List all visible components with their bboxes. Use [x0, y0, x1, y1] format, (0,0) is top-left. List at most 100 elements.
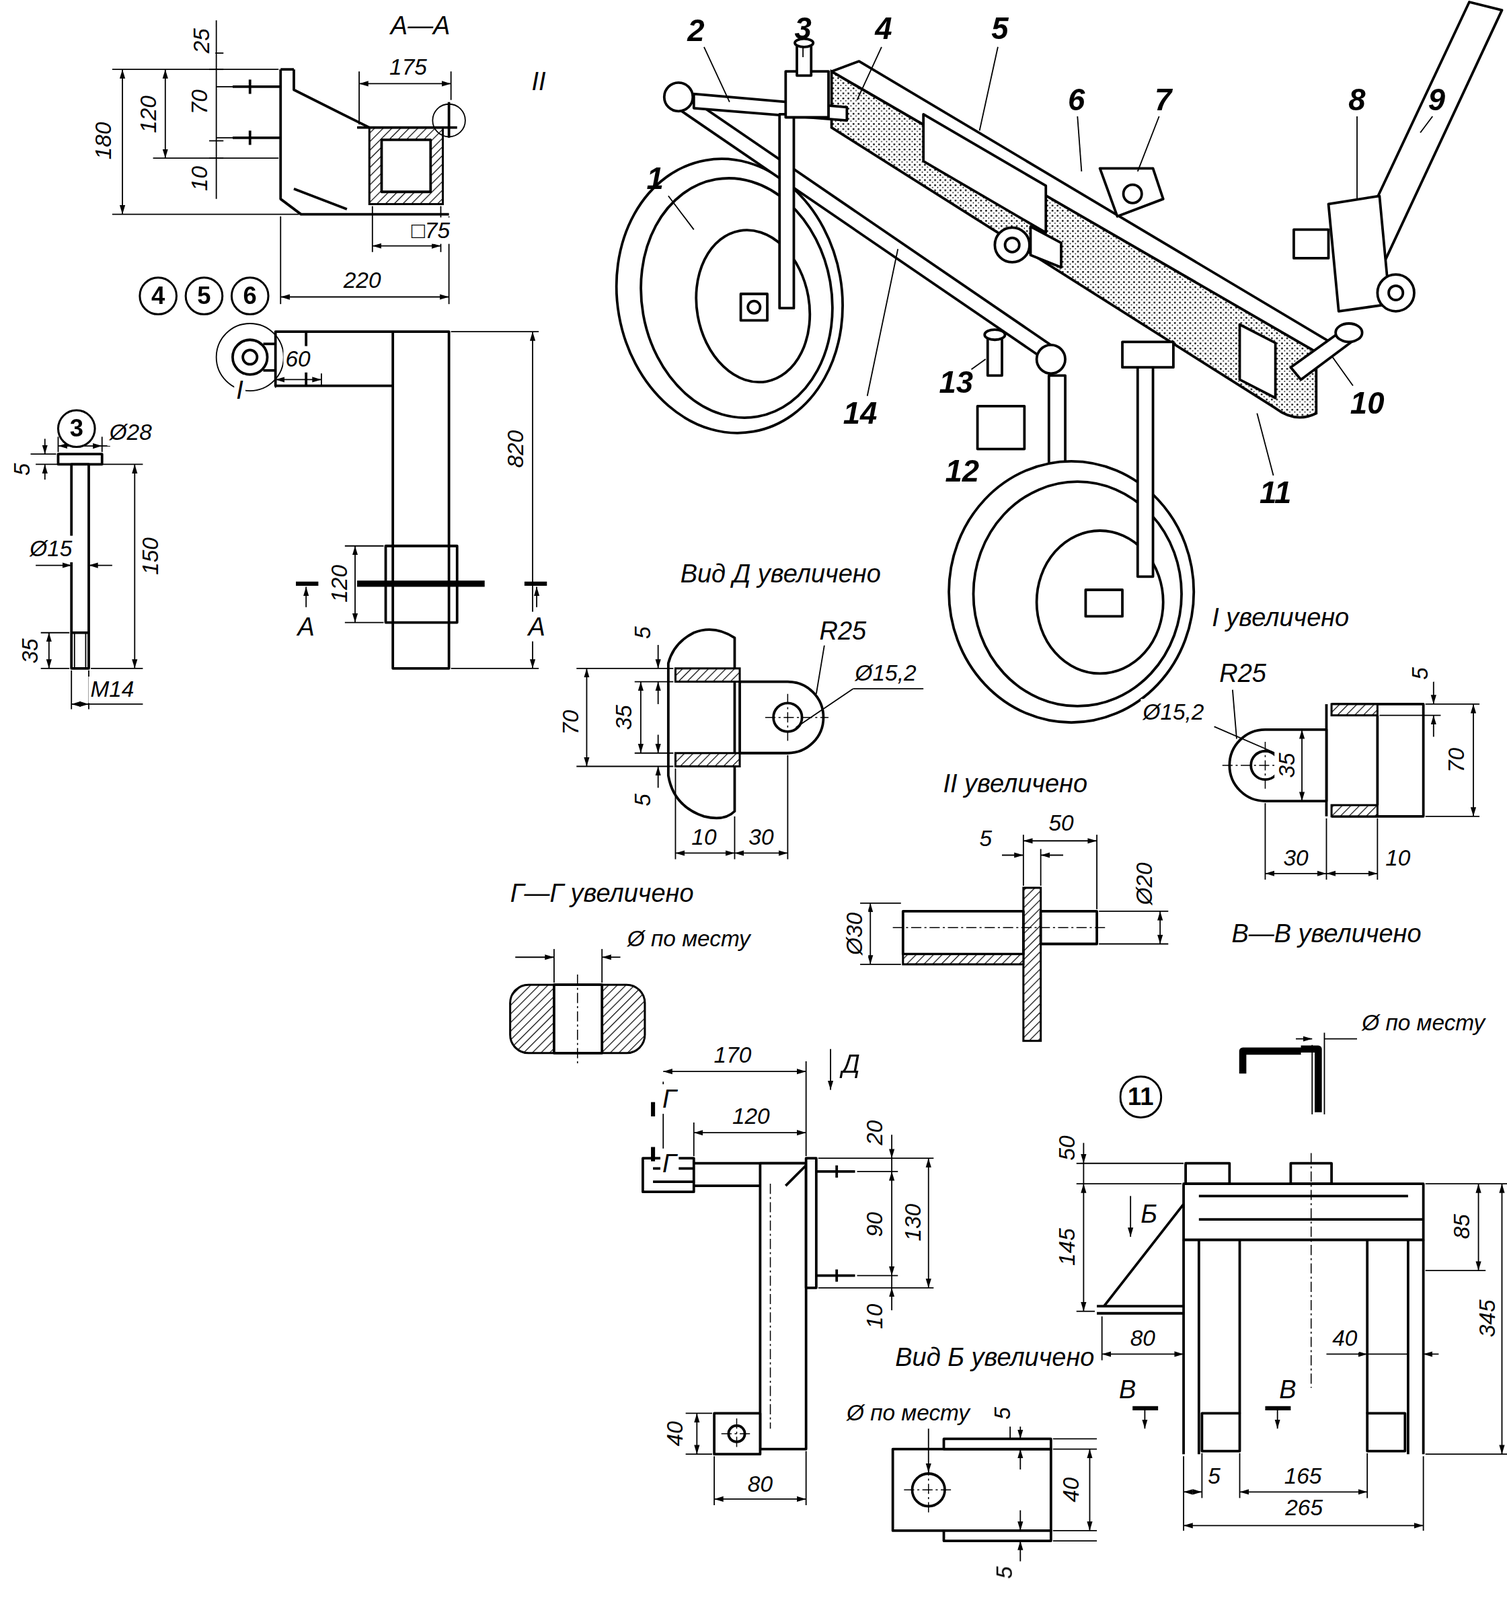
dimension-label: 180: [90, 119, 118, 162]
drawing-line: [1185, 1163, 1230, 1184]
drawing-line: [1326, 872, 1378, 875]
drawing-line: [101, 436, 103, 452]
drawing-line: [1425, 1453, 1507, 1455]
drawing-line: [576, 667, 674, 670]
drawing-line: [795, 688, 853, 728]
dimension-label: Ø15,2: [853, 660, 919, 687]
drawing-line: [215, 20, 218, 200]
drawing-line: [279, 216, 282, 304]
drawing-line: [35, 564, 72, 567]
drawing-line: [344, 622, 384, 624]
view-heading: I увеличено: [1209, 602, 1351, 633]
drawing-line: [1201, 1412, 1240, 1451]
callout-number: 3: [69, 414, 84, 443]
drawing-line: [1009, 1426, 1011, 1439]
drawing-line: [1214, 726, 1276, 753]
drawing-line: [769, 1183, 772, 1429]
drawing-line: [1019, 1540, 1021, 1561]
drawing-line: [1332, 357, 1354, 386]
drawing-line: [1030, 226, 1062, 268]
drawing-line: [601, 948, 603, 983]
drawing-line: [57, 453, 102, 465]
drawing-line: [344, 545, 384, 547]
drawing-line: [1199, 1194, 1409, 1197]
drawing-line: [971, 359, 986, 370]
drawing-line: [785, 71, 829, 118]
dimension-label: 85: [1449, 1211, 1476, 1241]
drawing-line: [657, 765, 660, 788]
dimension-label: 40: [1330, 1325, 1360, 1352]
drawing-line: [1076, 1142, 1507, 1531]
dimension-label: 345: [1474, 1297, 1501, 1339]
drawing-line: [1183, 1240, 1424, 1455]
drawing-line: [714, 1412, 760, 1454]
drawing-line: [153, 157, 280, 159]
drawing-line: [1082, 1142, 1085, 1163]
drawing-line: [381, 139, 431, 192]
drawing-line: [1423, 1353, 1440, 1356]
drawing-line: [275, 385, 277, 389]
drawing-line: [867, 248, 899, 396]
dimension-label: 5: [977, 825, 994, 852]
dimension-label: 90: [862, 1209, 889, 1239]
drawing-line: [295, 581, 319, 586]
drawing-line: [1100, 168, 1164, 216]
view-heading: В—В увеличено: [1229, 918, 1423, 949]
drawing-line: [1183, 1183, 1424, 1240]
drawing-line: [280, 296, 449, 298]
drawing-line: [1311, 1045, 1313, 1115]
drawing-line: [359, 83, 452, 85]
drawing-line: [71, 703, 89, 705]
drawing-line: [88, 703, 143, 705]
dimension-label: 120: [326, 562, 354, 605]
drawing-line: [1023, 839, 1097, 842]
drawing-line: [1388, 285, 1403, 300]
drawing-line: [944, 1530, 1052, 1541]
drawing-line: [1001, 854, 1024, 857]
drawing-line: [1137, 116, 1160, 172]
view-heading: В: [1116, 1375, 1138, 1405]
dimension-label: Ø28: [107, 419, 154, 446]
dimension-label: 50: [1046, 810, 1076, 837]
drawing-line: [675, 852, 735, 855]
callout-circle: 4: [138, 276, 178, 316]
callout-number: 4: [151, 281, 165, 311]
callout-number: 2: [685, 13, 707, 49]
drawing-line: [860, 902, 902, 904]
dimension-label: Ø по месту: [1359, 1010, 1487, 1037]
callout-number: 13: [936, 365, 976, 401]
dimension-label: Ø20: [1131, 860, 1158, 907]
drawing-line: [450, 71, 452, 100]
drawing-line: [1076, 1162, 1184, 1165]
drawing-line: [85, 632, 87, 669]
drawing-line: [216, 323, 548, 669]
dimension-label: 35: [1274, 750, 1301, 780]
drawing-line: [903, 954, 1024, 965]
dimension-label: Ø15: [27, 535, 74, 563]
drawing-line: [984, 329, 1005, 340]
view-heading: II увеличено: [940, 768, 1090, 799]
drawing-line: [835, 1269, 838, 1282]
view-heading: А: [295, 611, 317, 642]
drawing-line: [576, 629, 924, 859]
dimension-label: 220: [341, 267, 384, 294]
drawing-line: [44, 438, 46, 454]
callout-number: 8: [1346, 82, 1368, 118]
callout-circle: 11: [1119, 1075, 1163, 1119]
drawing-line: [305, 586, 307, 607]
drawing-line: [1324, 1032, 1326, 1115]
dimension-label: 30: [746, 824, 776, 851]
drawing-line: [354, 546, 356, 623]
drawing-line: [535, 586, 538, 607]
drawing-line: [1335, 323, 1362, 342]
drawing-line: [73, 632, 76, 669]
drawing-line: [816, 644, 825, 694]
drawing-line: [1005, 238, 1020, 253]
drawing-line: [1040, 848, 1042, 886]
drawing-line: [280, 67, 294, 71]
drawing-line: [891, 1134, 893, 1158]
drawing-line: [857, 47, 882, 101]
callout-circle: 3: [57, 408, 97, 448]
drawing-line: [650, 1102, 655, 1117]
drawing-line: [1331, 704, 1378, 716]
